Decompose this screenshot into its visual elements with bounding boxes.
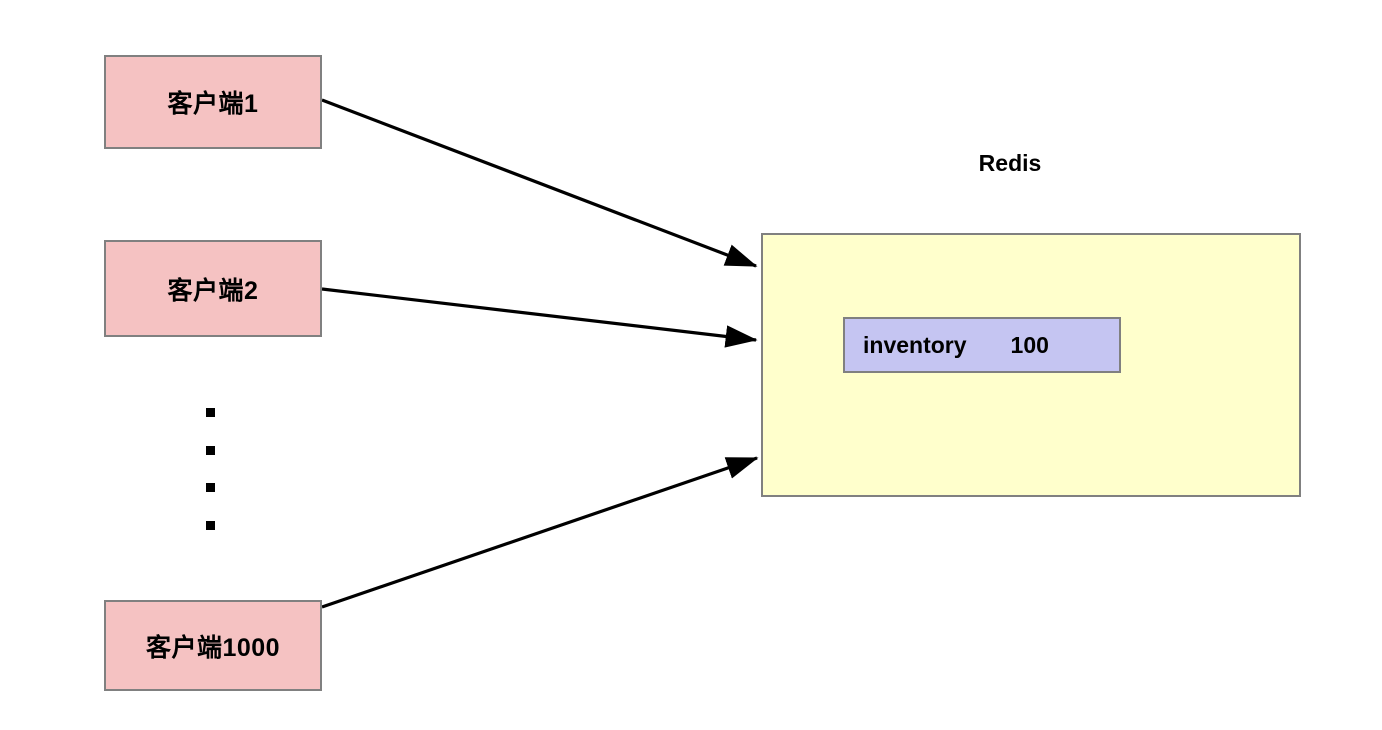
client-node-1000[interactable]: 客户端1000 <box>104 600 322 691</box>
ellipsis-dot <box>206 408 215 417</box>
ellipsis-dot <box>206 446 215 455</box>
arrow-client1000-to-redis <box>321 456 759 609</box>
inventory-entry[interactable]: inventory 100 <box>843 317 1121 373</box>
ellipsis-dot <box>206 521 215 530</box>
inventory-value-label: 100 <box>1010 331 1049 358</box>
inventory-key-label: inventory <box>863 331 967 358</box>
redis-box[interactable]: inventory 100 <box>761 233 1301 497</box>
arrow-client1-to-redis <box>321 98 758 268</box>
ellipsis-dots <box>196 398 236 548</box>
client-node-1-label: 客户端1 <box>167 90 259 118</box>
client-node-2-label: 客户端2 <box>167 276 259 305</box>
redis-title: Redis <box>978 150 1042 176</box>
ellipsis-dot <box>206 483 215 492</box>
client-node-2[interactable]: 客户端2 <box>104 240 322 337</box>
arrow-client2-to-redis <box>321 287 758 348</box>
client-node-1000-label: 客户端1000 <box>145 633 281 662</box>
client-node-1[interactable]: 客户端1 <box>104 55 322 149</box>
